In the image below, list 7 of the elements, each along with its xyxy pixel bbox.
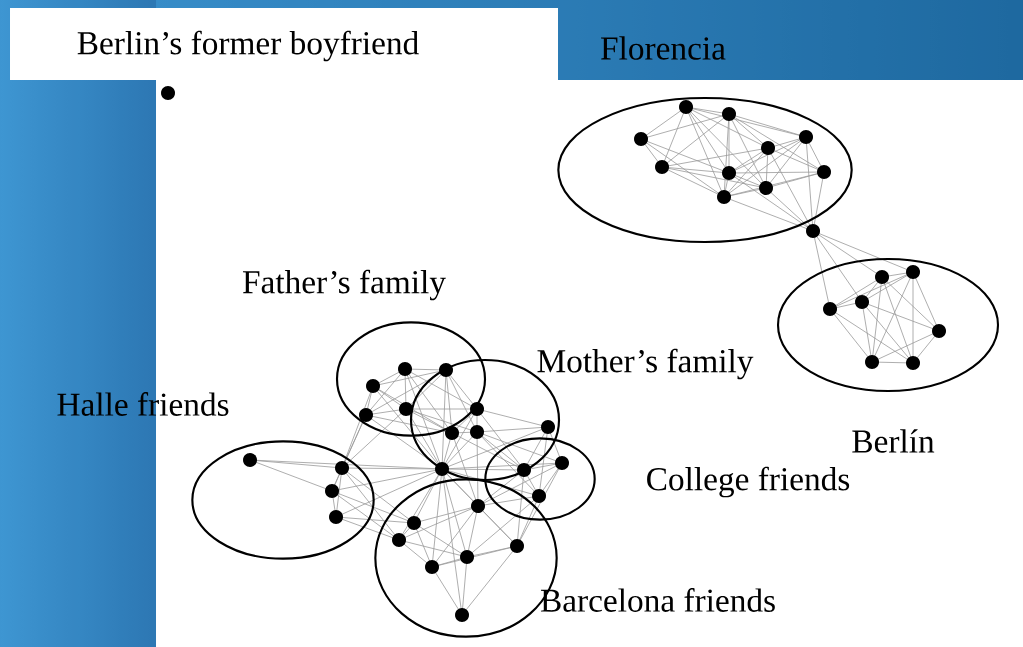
group-label: Berlín bbox=[852, 429, 935, 453]
group-label: Father’s family bbox=[243, 269, 446, 301]
title-label: Berlin’s former boyfriend bbox=[77, 30, 419, 62]
group-label: Florencia bbox=[601, 36, 726, 60]
group-label: Mother’s family bbox=[537, 348, 754, 380]
group-label: College friends bbox=[647, 466, 850, 498]
group-label: Barcelona friends bbox=[540, 588, 775, 612]
